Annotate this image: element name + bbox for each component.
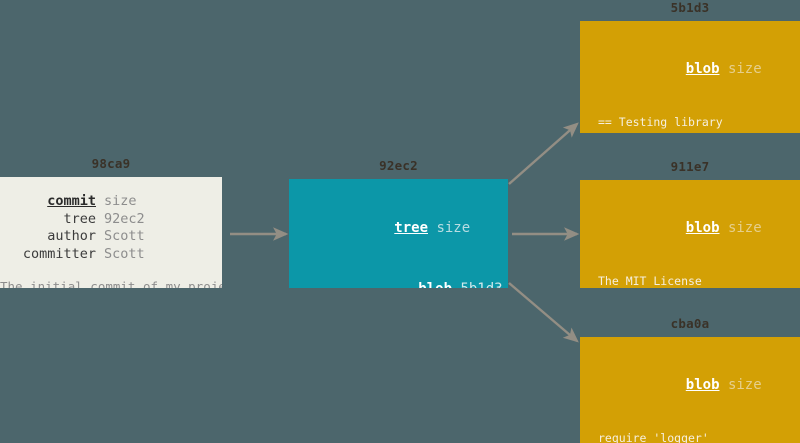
commit-size-label: size: [104, 193, 137, 209]
blob-content-readme: == Testing library This library is used …: [580, 114, 800, 133]
node-hash-label-blob-license: 911e7: [670, 159, 710, 174]
commit-row-type: commit size: [0, 193, 222, 211]
commit-field-key-author: author: [47, 228, 96, 244]
commit-field-key-tree: tree: [63, 210, 96, 227]
node-body-blob-readme: blob size == Testing library This librar…: [580, 21, 800, 133]
blob-size-label: size: [727, 61, 762, 77]
edge-tree-to-blob-test: [508, 282, 579, 343]
node-blob-cba0a[interactable]: cba0a blob size require 'logger' require…: [580, 316, 800, 443]
node-hash-label-tree: 92ec2: [379, 158, 418, 173]
blob-type-keyword: blob: [685, 220, 720, 236]
blob-title-row: blob size: [580, 198, 800, 258]
tree-title-row: tree size: [289, 198, 508, 258]
tree-entry-list: blob 5b1d3 README blob 911e7 LICENSE blo…: [289, 259, 508, 288]
commit-field-value-tree: 92ec2: [104, 210, 145, 227]
commit-row-author: author Scott: [0, 228, 222, 246]
edge-tree-to-blob-readme: [508, 122, 579, 185]
node-blob-911e7[interactable]: 911e7 blob size The MIT License Copyrigh…: [580, 159, 800, 288]
blob-size-label: size: [727, 220, 762, 236]
node-body-tree: tree size blob 5b1d3 README blob 911e7 L…: [289, 179, 508, 288]
blob-type-keyword: blob: [685, 61, 720, 77]
tree-entry-row: blob 5b1d3 README: [334, 259, 508, 288]
node-body-blob-license: blob size The MIT License Copyright (c) …: [580, 180, 800, 288]
blob-line: require 'logger': [598, 431, 709, 443]
blob-content-test: require 'logger' require 'test/unit' cla…: [580, 430, 800, 443]
blob-content-license: The MIT License Copyright (c) 2008 Scott…: [580, 273, 800, 288]
node-body-blob-test: blob size require 'logger' require 'test…: [580, 337, 800, 443]
commit-field-value-committer: Scott: [104, 245, 145, 262]
blob-title-row: blob size: [580, 355, 800, 415]
blob-title-row: blob size: [580, 39, 800, 99]
tree-entry-hash: 5b1d3: [460, 281, 502, 288]
commit-type-keyword: commit: [47, 193, 96, 209]
node-tree-92ec2[interactable]: 92ec2 tree size blob 5b1d3 README blob 9…: [289, 158, 508, 288]
node-hash-label-blob-test: cba0a: [670, 316, 710, 331]
blob-type-keyword: blob: [685, 377, 720, 393]
commit-field-key-committer: committer: [22, 245, 96, 262]
commit-row-tree: tree 92ec2: [0, 211, 222, 229]
blob-line: [598, 130, 800, 133]
blob-size-label: size: [727, 377, 762, 393]
commit-row-committer: committer Scott: [0, 246, 222, 264]
tree-entry-type: blob: [418, 281, 452, 288]
blob-line: == Testing library: [598, 115, 723, 129]
blob-line: The MIT License: [598, 274, 702, 288]
tree-size-label: size: [436, 220, 471, 236]
node-blob-5b1d3[interactable]: 5b1d3 blob size == Testing library This …: [580, 0, 800, 133]
node-hash-label-commit: 98ca9: [91, 156, 131, 171]
node-hash-label-blob-readme: 5b1d3: [670, 0, 710, 15]
commit-field-value-author: Scott: [104, 228, 145, 244]
commit-message: The initial commit of my project: [0, 279, 222, 288]
tree-type-keyword: tree: [394, 220, 428, 236]
